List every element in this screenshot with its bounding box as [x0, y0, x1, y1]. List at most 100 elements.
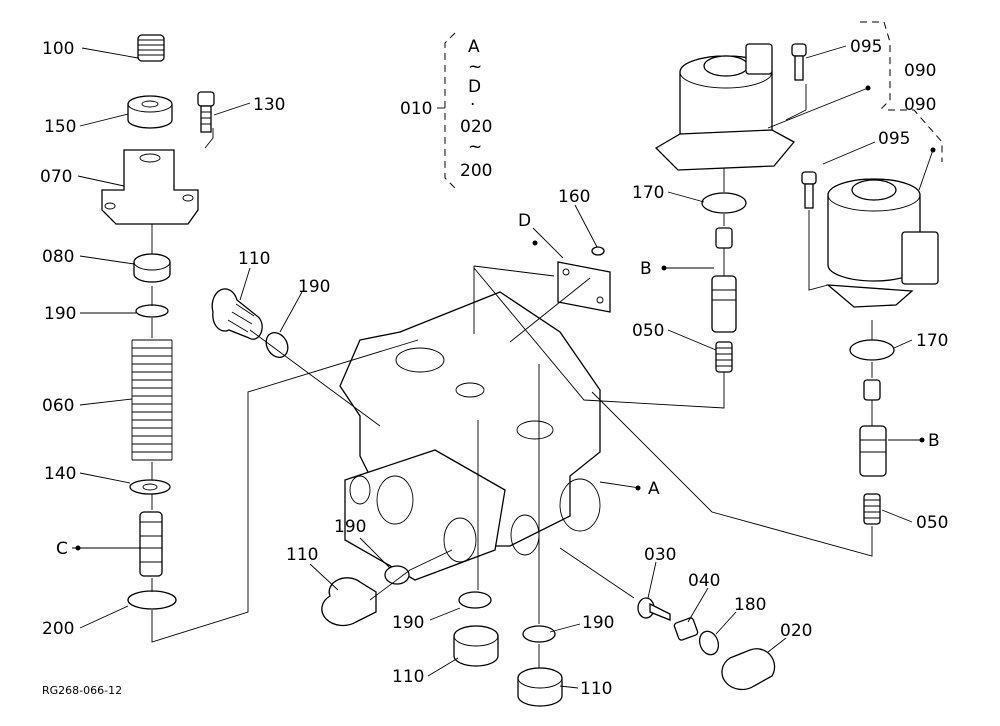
- o-ring-190-left: [135, 304, 169, 318]
- plug-020: [721, 648, 776, 691]
- leader-140: [79, 472, 131, 484]
- label-160: 160: [558, 187, 590, 207]
- spring-050-lower: [863, 493, 881, 525]
- label-050-lower: 050: [916, 513, 948, 533]
- leader-040: [687, 587, 709, 623]
- label-030: 030: [644, 545, 676, 565]
- label-020: 020: [780, 621, 812, 641]
- label-180: 180: [734, 595, 766, 615]
- label-050-upper: 050: [632, 321, 664, 341]
- label-040: 040: [688, 571, 720, 591]
- leader-160: [574, 204, 598, 248]
- leader-190-mid: [359, 537, 391, 569]
- label-110-left: 110: [286, 545, 318, 565]
- piston-080: [133, 253, 171, 283]
- label-090-lower: 090: [904, 95, 936, 115]
- label-110-bottom: 110: [580, 679, 612, 699]
- spool-b-lower: [859, 379, 887, 477]
- cover-plate-d: [557, 261, 611, 313]
- bolt-130: [197, 91, 215, 133]
- spring-050-upper: [715, 341, 733, 373]
- leader-110-upper: [239, 267, 251, 301]
- leader-110-left: [309, 563, 339, 591]
- guide-lower-solenoid: [591, 320, 873, 557]
- leader-100: [81, 47, 139, 59]
- range-code: 010: [400, 99, 432, 119]
- guide-upper-plug: [249, 329, 381, 427]
- leader-090-lower: [918, 149, 934, 191]
- leader-c-dot: [75, 545, 81, 551]
- label-110-center: 110: [392, 667, 424, 687]
- label-190-left: 190: [44, 304, 76, 324]
- range-line-5: 020: [460, 117, 492, 137]
- o-ring-200: [127, 590, 177, 610]
- leader-170-lower: [893, 339, 913, 349]
- guide-lower-left: [369, 549, 453, 601]
- label-140: 140: [44, 464, 76, 484]
- range-line-3: D: [468, 77, 481, 97]
- o-ring-190-mid: [384, 565, 410, 585]
- label-170-lower: 170: [916, 331, 948, 351]
- reference-code: RG268-066-12: [42, 684, 122, 697]
- bracket-090-upper: [860, 21, 891, 111]
- plug-100: [137, 34, 165, 62]
- leader-060: [79, 398, 133, 406]
- leader-d-dot: [532, 240, 538, 246]
- o-ring-190-center: [458, 591, 492, 609]
- range-line-7: 200: [460, 161, 492, 181]
- guide-095-upper: [785, 84, 807, 121]
- label-100: 100: [42, 39, 74, 59]
- leader-090-lower-dot: [930, 147, 936, 153]
- leader-130: [213, 102, 251, 116]
- washer-140: [129, 479, 171, 495]
- label-190-right: 190: [582, 613, 614, 633]
- solenoid-090-lower: [826, 178, 939, 308]
- label-060: 060: [42, 396, 74, 416]
- label-190-center: 190: [392, 613, 424, 633]
- label-110-upper: 110: [238, 249, 270, 269]
- spool-b-upper: [711, 227, 737, 333]
- plug-110-upper: [211, 288, 263, 340]
- leader-170-upper: [667, 191, 705, 203]
- range-note: 010 A ~ D · 020 ~ 200: [400, 32, 492, 189]
- label-095-upper: 095: [850, 37, 882, 57]
- leader-080: [79, 255, 135, 265]
- label-190-upper: 190: [298, 277, 330, 297]
- leader-095-upper: [805, 45, 847, 59]
- range-line-6: ~: [468, 137, 482, 157]
- o-ring-190-upper: [265, 332, 289, 358]
- label-170-upper: 170: [632, 183, 664, 203]
- leader-a-dot: [635, 485, 641, 491]
- range-line-2: ~: [468, 57, 482, 77]
- leader-190-right: [549, 623, 581, 633]
- leader-050-upper: [667, 329, 717, 351]
- guide-095-lower: [808, 210, 829, 291]
- guide-130: [204, 128, 214, 149]
- bolt-095-lower: [801, 171, 817, 209]
- o-ring-180: [698, 630, 720, 656]
- guide-plate: [473, 265, 591, 343]
- bracket-090-lower: [888, 109, 943, 162]
- leader-095-lower: [822, 141, 876, 165]
- label-200: 200: [42, 619, 74, 639]
- guide-030: [559, 547, 635, 599]
- plug-110-center: [453, 625, 499, 667]
- label-070: 070: [40, 167, 72, 187]
- leader-a: [599, 481, 641, 489]
- spring-060: [131, 339, 173, 461]
- screw-160: [591, 246, 605, 256]
- plug-110-left: [321, 577, 377, 627]
- leader-030: [647, 561, 657, 599]
- range-line-1: A: [468, 37, 480, 57]
- leader-110-bottom: [559, 685, 579, 689]
- label-b-lower: B: [928, 431, 940, 451]
- cap-070: [101, 149, 199, 225]
- label-080: 080: [42, 247, 74, 267]
- label-190-mid: 190: [334, 517, 366, 537]
- o-ring-170-upper: [701, 192, 747, 214]
- leader-180: [715, 611, 737, 635]
- solenoid-090-upper: [654, 43, 796, 171]
- leader-d: [532, 227, 564, 259]
